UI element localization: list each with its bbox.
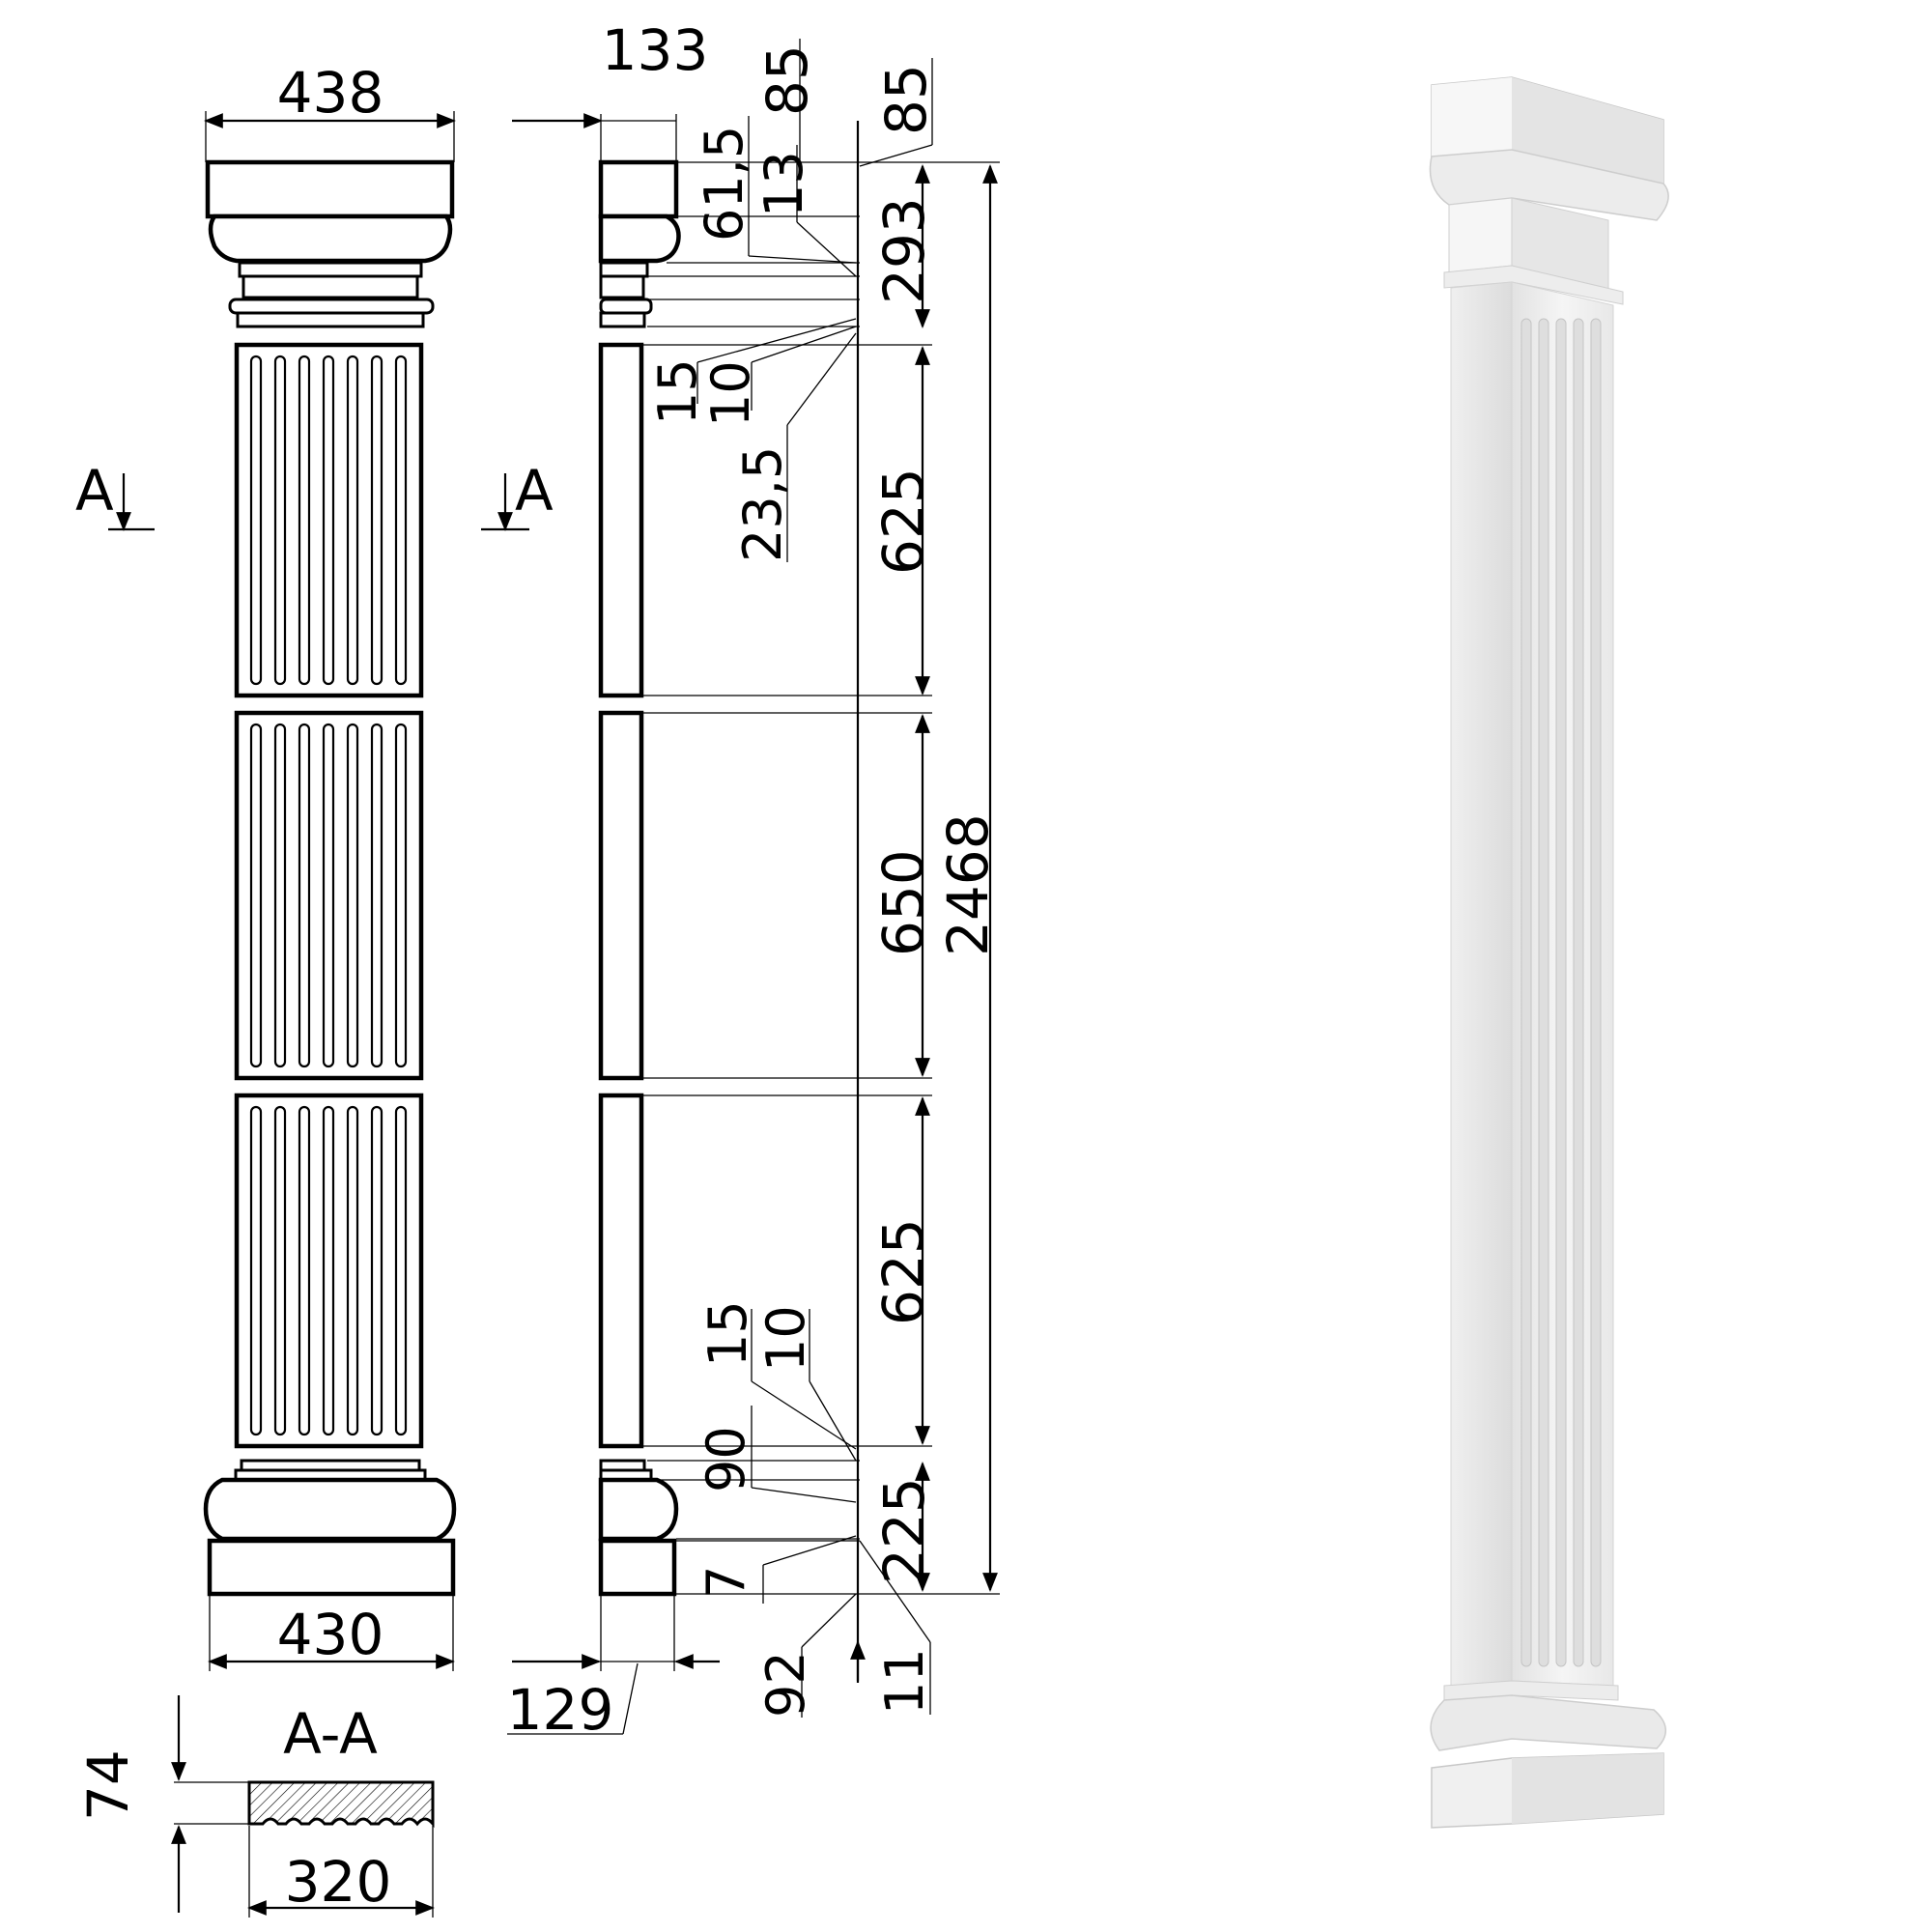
- segment-dim-625-top: 625: [870, 468, 936, 575]
- flute: [298, 1105, 311, 1436]
- render-flutes: [1520, 318, 1602, 1667]
- upper-dim-23-5: 23,5: [732, 446, 793, 562]
- section-width: 320: [285, 1849, 392, 1915]
- flute: [273, 1105, 287, 1436]
- render-flute: [1538, 318, 1549, 1667]
- flute: [273, 355, 287, 686]
- upper-dim-15: 15: [647, 358, 708, 425]
- flute: [346, 1105, 359, 1436]
- base-dim-225: 225: [871, 1477, 937, 1584]
- cap-dim-13: 13: [753, 151, 814, 217]
- front-flutes: [249, 355, 408, 1436]
- front-top-width: 438: [277, 60, 384, 126]
- render-flute: [1573, 318, 1584, 1667]
- flute: [394, 723, 408, 1068]
- flute: [346, 355, 359, 686]
- flute: [322, 1105, 335, 1436]
- section-a-a: A-A 74 320: [75, 1695, 435, 1918]
- segment-dim-625-bottom: 625: [870, 1218, 936, 1325]
- lower-dim-90: 90: [696, 1426, 756, 1492]
- side-view: 133: [481, 17, 1001, 1743]
- segment-dim-650: 650: [870, 849, 936, 956]
- flute: [346, 723, 359, 1068]
- render-flute: [1590, 318, 1602, 1667]
- flute: [394, 1105, 408, 1436]
- lower-dim-15: 15: [697, 1300, 758, 1367]
- front-view: 438 430 A: [75, 60, 457, 1671]
- flute: [394, 355, 408, 686]
- pilaster-render: [1429, 76, 1669, 1829]
- section-depth: 74: [75, 1749, 141, 1821]
- front-bottom-width: 430: [277, 1602, 384, 1667]
- flute: [370, 1105, 384, 1436]
- side-bottom-depth: 129: [507, 1677, 614, 1743]
- flute: [298, 723, 311, 1068]
- flute: [249, 355, 263, 686]
- base-dim-7: 7: [696, 1566, 756, 1599]
- flute: [322, 355, 335, 686]
- cap-dim-293: 293: [871, 197, 937, 304]
- base-dim-11: 11: [874, 1648, 935, 1715]
- section-title: A-A: [283, 1701, 378, 1767]
- section-marker-left: A: [75, 458, 114, 524]
- cap-dim-61-5: 61,5: [694, 126, 754, 242]
- total-height: 2468: [935, 813, 1001, 956]
- render-flute: [1555, 318, 1567, 1667]
- lower-dim-10: 10: [755, 1305, 816, 1372]
- flute: [370, 723, 384, 1068]
- flute: [249, 1105, 263, 1436]
- cap-dim-85a: 85: [754, 44, 820, 116]
- flute: [249, 723, 263, 1068]
- render-flute: [1520, 318, 1532, 1667]
- flute: [298, 355, 311, 686]
- base-dim-92: 92: [755, 1651, 816, 1718]
- section-marker-right: A: [515, 458, 554, 524]
- flute: [370, 355, 384, 686]
- flute: [322, 723, 335, 1068]
- side-top-depth: 133: [602, 17, 709, 83]
- cap-dim-85b: 85: [873, 64, 939, 135]
- flute: [273, 723, 287, 1068]
